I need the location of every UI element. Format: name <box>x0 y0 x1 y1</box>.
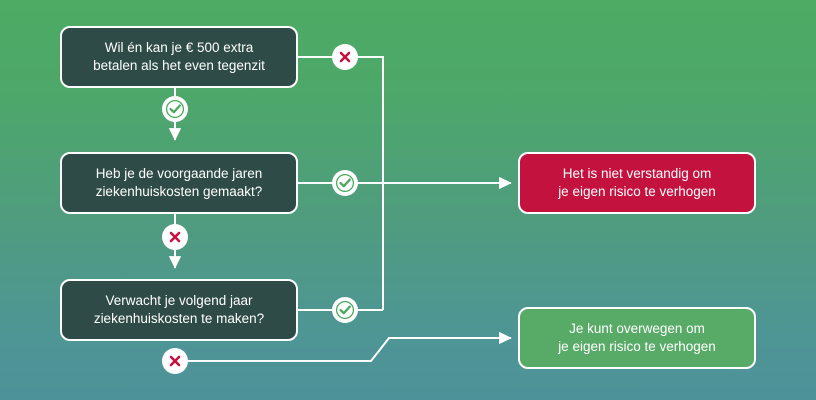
edge-q3-no-to-positive <box>175 331 512 362</box>
question-node-2-line-1: Heb je de voorgaande jaren <box>95 166 263 182</box>
badge-q1-yes <box>162 96 188 122</box>
question-node-2-line-2: ziekenhuiskosten gemaakt? <box>95 184 263 199</box>
badge-q3-yes <box>332 297 358 323</box>
badge-q2-yes <box>332 170 358 196</box>
badge-q2-no <box>162 224 188 250</box>
cross-icon <box>162 224 188 250</box>
badge-q1-no <box>332 44 358 70</box>
question-node-3-line-2: ziekenhuiskosten te maken? <box>93 311 265 326</box>
outcome-node-negative[interactable]: Het is niet verstandig om je eigen risic… <box>518 152 756 214</box>
check-icon <box>332 170 358 196</box>
outcome-negative-line-1: Het is niet verstandig om <box>562 166 712 182</box>
check-icon <box>162 96 188 122</box>
question-node-1-line-1: Wil én kan je € 500 extra <box>104 40 254 56</box>
badge-q3-no <box>162 348 188 374</box>
outcome-node-positive[interactable]: Je kunt overwegen om je eigen risico te … <box>518 307 756 369</box>
edge-q1-no-to-junction <box>298 56 384 310</box>
cross-icon <box>162 348 188 374</box>
check-icon <box>332 297 358 323</box>
question-node-3-line-1: Verwacht je volgend jaar <box>105 293 253 309</box>
cross-icon <box>332 44 358 70</box>
outcome-positive-line-2: je eigen risico te verhogen <box>558 339 716 354</box>
question-node-3[interactable]: Verwacht je volgend jaar ziekenhuiskoste… <box>60 279 298 341</box>
question-node-2[interactable]: Heb je de voorgaande jaren ziekenhuiskos… <box>60 152 298 214</box>
outcome-positive-line-1: Je kunt overwegen om <box>569 321 705 337</box>
question-node-1[interactable]: Wil én kan je € 500 extra betalen als he… <box>60 26 298 88</box>
outcome-negative-line-2: je eigen risico te verhogen <box>558 184 716 199</box>
question-node-1-line-2: betalen als het even tegenzit <box>93 58 265 73</box>
